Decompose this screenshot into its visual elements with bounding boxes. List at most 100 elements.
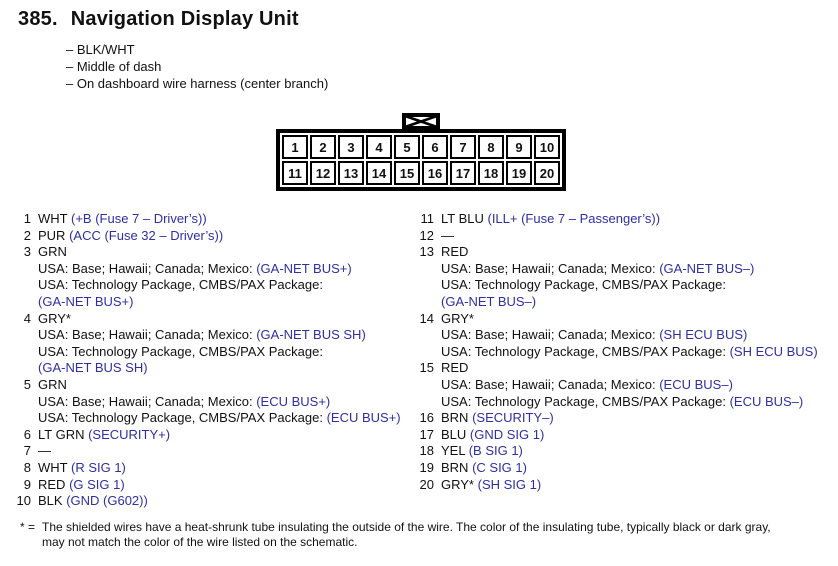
connector-pin-cell-7: 7 xyxy=(450,135,476,159)
wire-color: GRN xyxy=(38,376,67,392)
signal-name: (R SIG 1) xyxy=(70,459,126,475)
pin-description-line: BRN (C SIG 1) xyxy=(441,460,831,477)
pin-description-line: (GA-NET BUS SH) xyxy=(38,360,410,377)
pin-description-line: RED xyxy=(441,244,831,261)
section-number: 385. xyxy=(18,8,58,30)
connector-pin-cell-1: 1 xyxy=(282,135,308,159)
note-line: – On dashboard wire harness (center bran… xyxy=(66,76,329,91)
pin-number: 11 xyxy=(420,211,435,226)
connector-pin-cell-6: 6 xyxy=(422,135,448,159)
pin-number: 15 xyxy=(419,360,434,376)
signal-name: (GND (G602)) xyxy=(66,493,148,509)
wire-color: USA: Technology Package, CMBS/PAX Packag… xyxy=(441,277,726,293)
wire-color: USA: Base; Hawaii; Canada; Mexico: xyxy=(38,393,257,409)
pin-description-line: USA: Base; Hawaii; Canada; Mexico: (GA-N… xyxy=(38,327,410,344)
connector-pin-cell-13: 13 xyxy=(338,161,364,185)
signal-name: (GA-NET BUS+) xyxy=(256,260,352,276)
signal-name: (GA-NET BUS+) xyxy=(38,293,134,309)
pin-description: — xyxy=(441,228,831,245)
pin-description-line: USA: Base; Hawaii; Canada; Mexico: (GA-N… xyxy=(441,261,831,278)
connector-pin-cell-9: 9 xyxy=(506,135,532,159)
pin-description: GRY*USA: Base; Hawaii; Canada; Mexico: (… xyxy=(38,311,410,377)
pin-description-line: BLK (GND (G602)) xyxy=(38,493,410,510)
signal-name: (SH ECU BUS) xyxy=(729,343,818,359)
pin-number: 18 xyxy=(419,443,434,459)
pin-description: — xyxy=(38,443,410,460)
pin-entry-11: 11 LT BLU (ILL+ (Fuse 7 – Passenger’s)) xyxy=(417,211,831,228)
pin-number: 17 xyxy=(419,426,434,442)
signal-name: (GA-NET BUS SH) xyxy=(256,327,366,343)
pin-description: GRY*USA: Base; Hawaii; Canada; Mexico: (… xyxy=(441,311,831,361)
pin-number: 16 xyxy=(419,410,434,426)
pin-description: LT BLU (ILL+ (Fuse 7 – Passenger’s)) xyxy=(441,211,831,228)
pin-description-line: (GA-NET BUS–) xyxy=(441,294,831,311)
wire-color: RED xyxy=(38,476,70,492)
signal-name: (ILL+ (Fuse 7 – Passenger’s)) xyxy=(487,211,661,226)
section-title: Navigation Display Unit xyxy=(70,8,299,30)
wire-color: BLK xyxy=(38,493,67,509)
pin-description-line: (GA-NET BUS+) xyxy=(38,294,410,311)
pin-entry-4: 4 GRY*USA: Base; Hawaii; Canada; Mexico: … xyxy=(14,311,410,377)
signal-name: (+B (Fuse 7 – Driver’s)) xyxy=(70,211,207,226)
signal-name: (ECU BUS+) xyxy=(326,410,401,426)
connector-pin-cell-14: 14 xyxy=(366,161,392,185)
signal-name: (GA-NET BUS–) xyxy=(441,293,537,309)
connector-pin-cell-20: 20 xyxy=(534,161,560,185)
pin-description-line: USA: Technology Package, CMBS/PAX Packag… xyxy=(38,344,410,361)
signal-name: (SH SIG 1) xyxy=(477,476,542,492)
pin-description-line: USA: Technology Package, CMBS/PAX Packag… xyxy=(441,277,831,294)
pin-number: 6 xyxy=(23,426,31,442)
connector-pin-cell-2: 2 xyxy=(310,135,336,159)
pin-description-line: GRY* (SH SIG 1) xyxy=(441,477,831,494)
signal-name: (GA-NET BUS–) xyxy=(659,260,755,276)
pin-description: BRN (C SIG 1) xyxy=(441,460,831,477)
pin-number: 7 xyxy=(23,443,31,459)
footnote-line: may not match the color of the wire list… xyxy=(42,534,358,549)
wire-color: GRN xyxy=(38,244,67,260)
signal-name: (GND SIG 1) xyxy=(469,426,545,442)
pin-description-line: USA: Base; Hawaii; Canada; Mexico: (SH E… xyxy=(441,327,831,344)
page-title: 385. Navigation Display Unit xyxy=(18,8,299,31)
wire-color: USA: Base; Hawaii; Canada; Mexico: xyxy=(441,327,660,343)
pin-number: 4 xyxy=(23,310,31,326)
signal-name: (B SIG 1) xyxy=(468,443,523,459)
pin-number: 19 xyxy=(419,459,434,475)
connector-pin-cell-10: 10 xyxy=(534,135,560,159)
wire-color: USA: Technology Package, CMBS/PAX Packag… xyxy=(38,410,327,426)
pin-entry-17: 17 BLU (GND SIG 1) xyxy=(417,427,831,444)
connector-pin-cell-16: 16 xyxy=(422,161,448,185)
wire-color: USA: Technology Package, CMBS/PAX Packag… xyxy=(441,343,730,359)
wire-color: USA: Technology Package, CMBS/PAX Packag… xyxy=(441,393,730,409)
wire-color: USA: Base; Hawaii; Canada; Mexico: xyxy=(38,260,257,276)
wire-color: BLU xyxy=(441,426,470,442)
signal-name: (C SIG 1) xyxy=(472,459,527,475)
pin-number: 8 xyxy=(23,459,31,475)
wire-color: USA: Technology Package, CMBS/PAX Packag… xyxy=(38,343,323,359)
pin-number: 13 xyxy=(419,244,434,260)
pin-description-line: USA: Technology Package, CMBS/PAX Packag… xyxy=(38,277,410,294)
footnote-marker: * = xyxy=(20,520,36,534)
signal-name: (GA-NET BUS SH) xyxy=(38,360,148,376)
signal-name: (ACC (Fuse 32 – Driver’s)) xyxy=(69,227,224,243)
signal-name: (SECURITY+) xyxy=(88,426,171,442)
pin-number: 2 xyxy=(23,227,31,243)
pin-description-line: GRY* xyxy=(441,311,831,328)
pin-description: RED (G SIG 1) xyxy=(38,477,410,494)
connector-pin-cell-5: 5 xyxy=(394,135,420,159)
pin-number: 20 xyxy=(419,476,434,492)
signal-name: (G SIG 1) xyxy=(69,476,125,492)
signal-name: (ECU BUS+) xyxy=(256,393,331,409)
pin-number: 1 xyxy=(23,211,31,226)
